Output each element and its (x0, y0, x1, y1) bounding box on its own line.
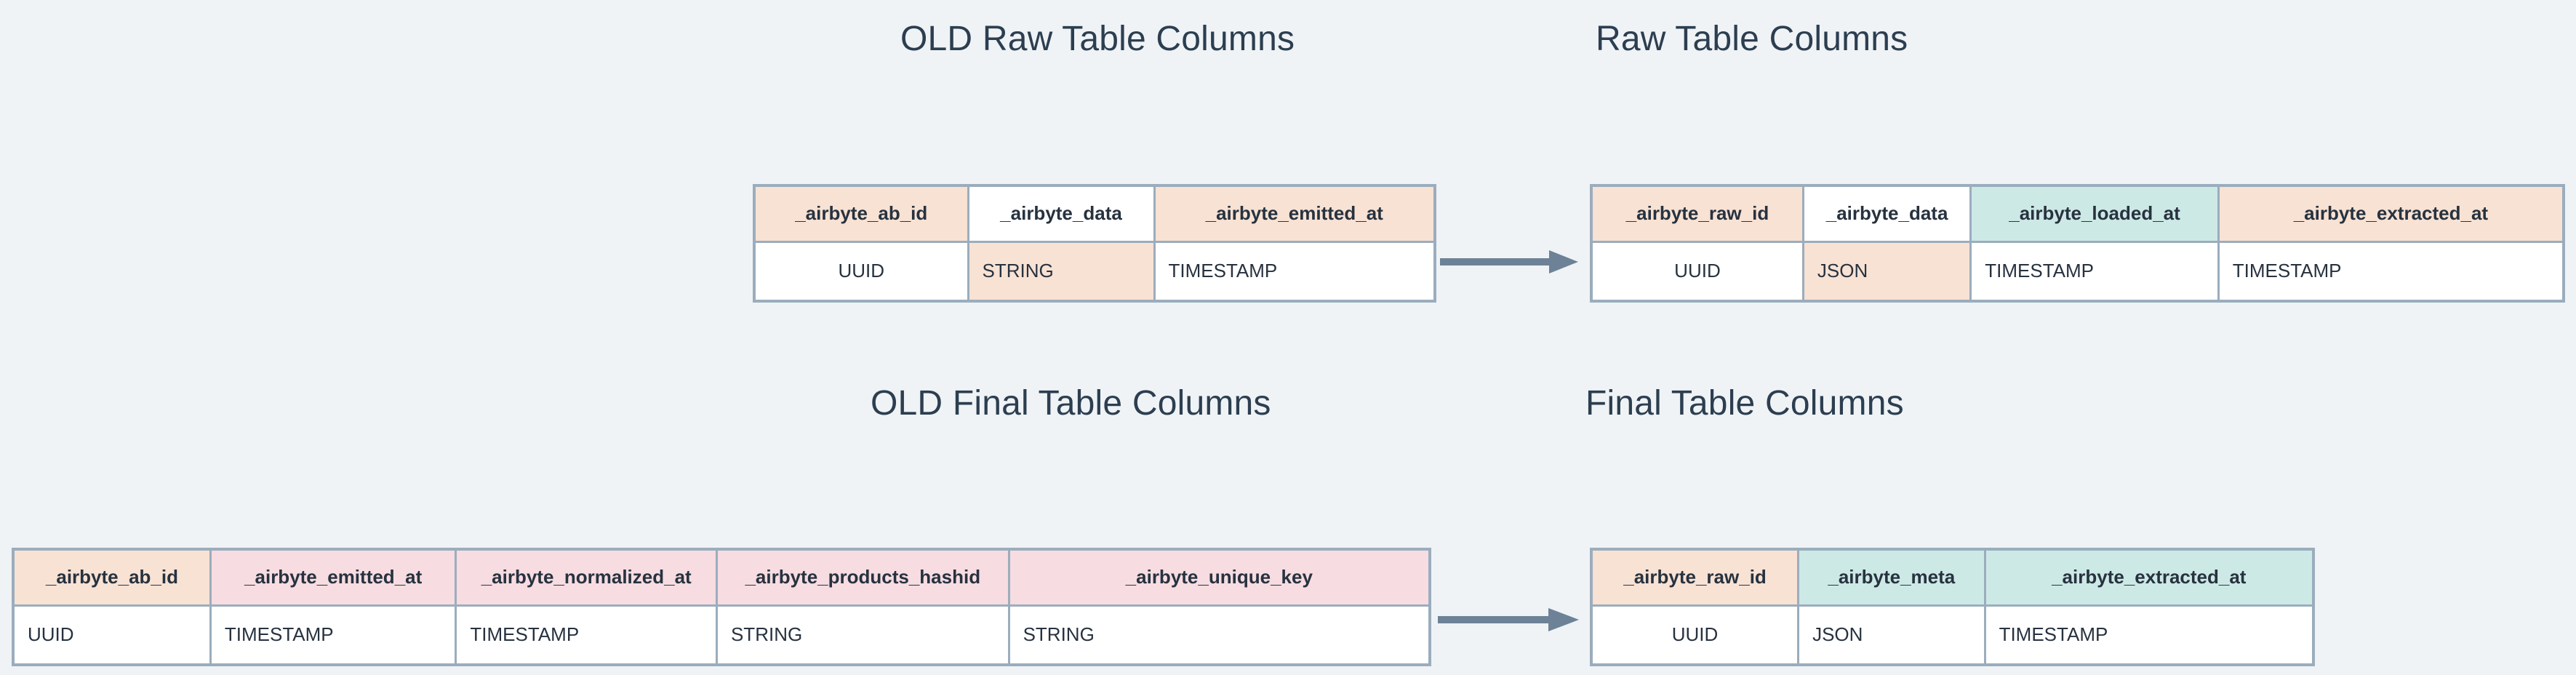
title-old-final-table-columns: OLD Final Table Columns (871, 384, 1271, 423)
arrow-final-migration (1436, 603, 1589, 636)
column-header-cell: _airbyte_emitted_at (209, 548, 457, 607)
column-header-cell: _airbyte_extracted_at (2217, 184, 2565, 243)
column-type-cell: UUID (12, 604, 212, 666)
table-header-row: _airbyte_raw_id_airbyte_meta_airbyte_ext… (1590, 548, 2315, 607)
arrow-raw-migration (1439, 245, 1588, 279)
column-header-cell: _airbyte_extracted_at (1983, 548, 2315, 607)
column-type-cell: TIMESTAMP (2217, 240, 2565, 303)
title-old-raw-table-columns: OLD Raw Table Columns (900, 20, 1295, 58)
column-type-cell: JSON (1797, 604, 1986, 666)
column-type-cell: TIMESTAMP (1983, 604, 2315, 666)
column-header-cell: _airbyte_normalized_at (455, 548, 718, 607)
column-type-cell: UUID (1590, 240, 1804, 303)
column-type-cell: TIMESTAMP (1969, 240, 2220, 303)
column-type-cell: TIMESTAMP (455, 604, 718, 666)
arrow-right-icon (1438, 608, 1579, 631)
title-final-table-columns: Final Table Columns (1585, 384, 1904, 423)
column-type-cell: TIMESTAMP (209, 604, 457, 666)
column-type-cell: TIMESTAMP (1153, 240, 1436, 303)
column-type-cell: STRING (715, 604, 1010, 666)
table-header-row: _airbyte_raw_id_airbyte_data_airbyte_loa… (1590, 184, 2565, 243)
column-header-cell: _airbyte_products_hashid (715, 548, 1010, 607)
column-type-cell: UUID (753, 240, 969, 303)
old-final-table: _airbyte_ab_id_airbyte_emitted_at_airbyt… (12, 548, 1431, 666)
column-header-cell: _airbyte_ab_id (753, 184, 969, 243)
old-raw-table: _airbyte_ab_id_airbyte_data_airbyte_emit… (753, 184, 1436, 303)
column-type-cell: JSON (1801, 240, 1972, 303)
column-header-cell: _airbyte_raw_id (1590, 184, 1804, 243)
final-table: _airbyte_raw_id_airbyte_meta_airbyte_ext… (1590, 548, 2315, 666)
table-header-row: _airbyte_ab_id_airbyte_emitted_at_airbyt… (12, 548, 1431, 607)
column-header-cell: _airbyte_data (967, 184, 1156, 243)
column-header-cell: _airbyte_meta (1797, 548, 1986, 607)
column-header-cell: _airbyte_raw_id (1590, 548, 1800, 607)
column-header-cell: _airbyte_emitted_at (1153, 184, 1436, 243)
column-type-cell: STRING (1007, 604, 1431, 666)
arrow-right-icon (1440, 250, 1578, 273)
column-header-cell: _airbyte_loaded_at (1969, 184, 2220, 243)
column-header-cell: _airbyte_data (1801, 184, 1972, 243)
column-header-cell: _airbyte_unique_key (1007, 548, 1431, 607)
raw-table: _airbyte_raw_id_airbyte_data_airbyte_loa… (1590, 184, 2565, 303)
column-type-cell: STRING (967, 240, 1156, 303)
column-header-cell: _airbyte_ab_id (12, 548, 212, 607)
table-header-row: _airbyte_ab_id_airbyte_data_airbyte_emit… (753, 184, 1436, 243)
column-type-cell: UUID (1590, 604, 1800, 666)
title-raw-table-columns: Raw Table Columns (1596, 20, 1908, 58)
